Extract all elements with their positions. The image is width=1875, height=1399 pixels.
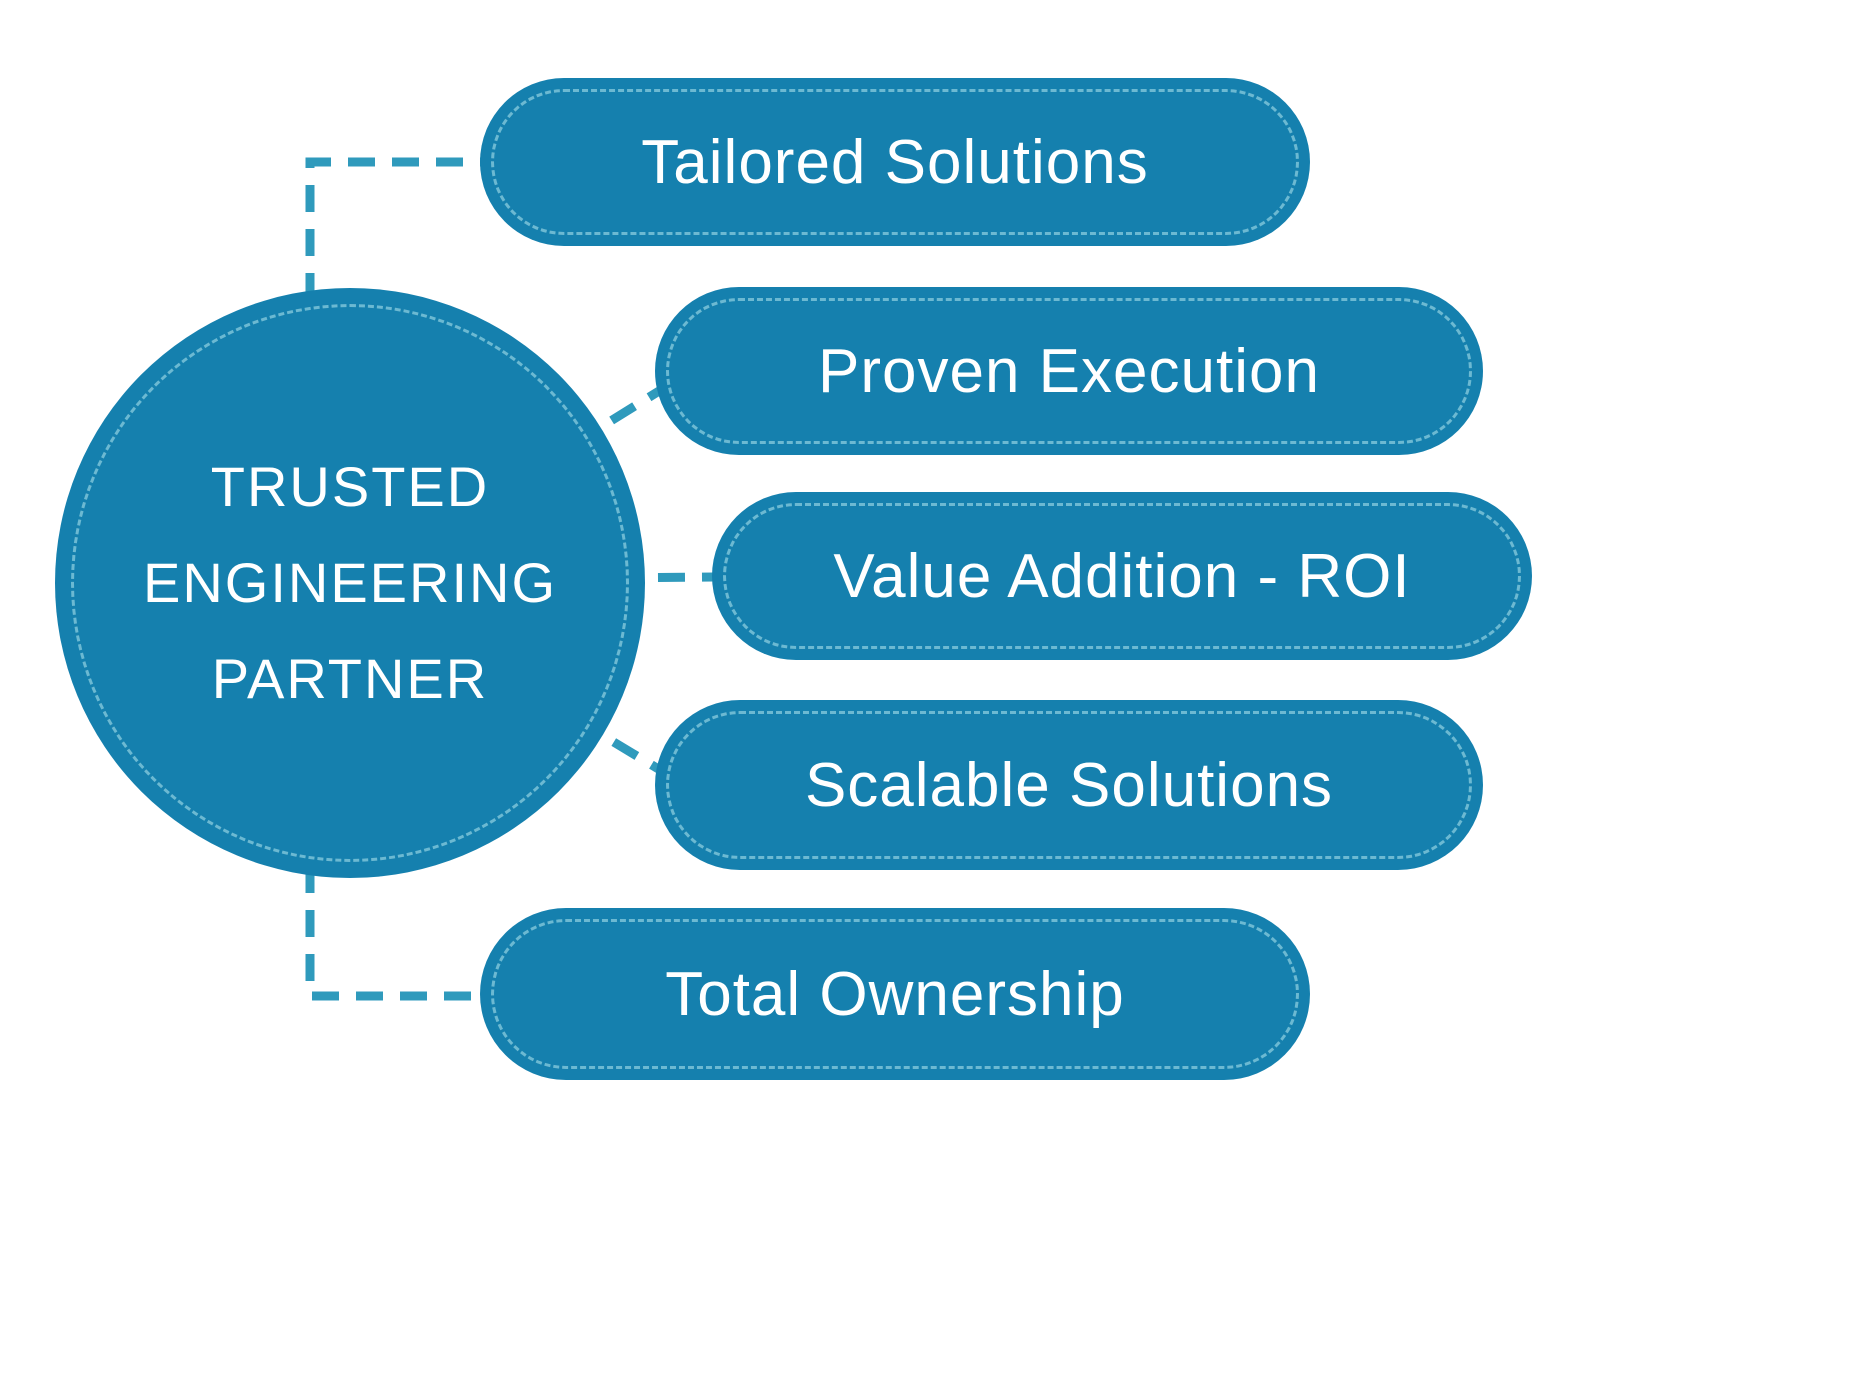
node-scalable-solutions: Scalable Solutions: [655, 700, 1483, 870]
node-value-addition-roi: Value Addition - ROI: [712, 492, 1532, 660]
center-label: TRUSTED ENGINEERING PARTNER: [143, 439, 557, 727]
node-label: Tailored Solutions: [641, 127, 1149, 197]
node-label: Scalable Solutions: [804, 750, 1334, 820]
center-label-line-3: PARTNER: [211, 647, 489, 710]
connector-tailored-solutions: [305, 157, 482, 300]
node-label: Total Ownership: [665, 959, 1125, 1029]
connector-total-ownership: [305, 866, 482, 1001]
node-tailored-solutions: Tailored Solutions: [480, 78, 1310, 246]
center-label-line-1: TRUSTED: [210, 455, 490, 518]
center-label-line-2: ENGINEERING: [142, 551, 558, 614]
center-circle: TRUSTED ENGINEERING PARTNER: [55, 288, 645, 878]
node-label: Proven Execution: [818, 336, 1320, 406]
node-label: Value Addition - ROI: [833, 541, 1411, 611]
node-proven-execution: Proven Execution: [655, 287, 1483, 455]
node-total-ownership: Total Ownership: [480, 908, 1310, 1080]
